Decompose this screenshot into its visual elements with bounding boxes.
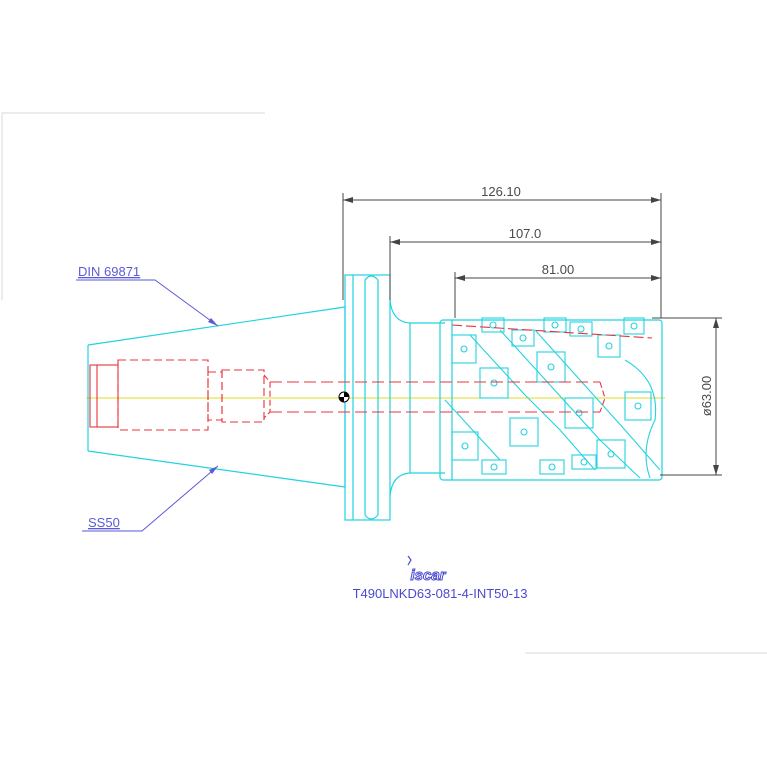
part-number: T490LNKD63-081-4-INT50-13 (353, 586, 528, 601)
cutting-inserts (444, 317, 661, 479)
insert (479, 367, 509, 399)
insert (571, 454, 597, 470)
insert (569, 321, 593, 337)
dim-cutting-length: 81.00 (542, 262, 575, 277)
insert (451, 334, 477, 364)
insert (597, 334, 621, 358)
leader-arrow (209, 466, 218, 474)
insert (536, 351, 566, 383)
dim-diameter: ø63.00 (699, 376, 714, 416)
hidden-features (89, 324, 653, 431)
dim-overall-length: 126.10 (481, 184, 521, 199)
leader-arrow (208, 318, 218, 326)
dim-body-length: 107.0 (509, 226, 542, 241)
holder-outline (87, 274, 663, 521)
logo-wordmark: iscar (410, 567, 446, 584)
origin-marker (338, 391, 350, 403)
insert (624, 391, 652, 421)
insert (596, 439, 626, 469)
insert (451, 431, 479, 461)
insert (481, 459, 507, 475)
insert (481, 317, 505, 333)
insert (564, 397, 594, 429)
insert (539, 459, 565, 475)
dimension-arrows (343, 197, 719, 475)
iscar-logo: iscar (407, 555, 447, 585)
insert (511, 329, 535, 347)
insert (509, 417, 539, 447)
callout-din-standard: DIN 69871 (78, 264, 140, 279)
insert (623, 317, 645, 335)
dimension-lines (342, 193, 722, 476)
callout-taper: SS50 (88, 515, 120, 530)
sheet-frame (1, 112, 767, 654)
callout-leaders (76, 279, 219, 532)
